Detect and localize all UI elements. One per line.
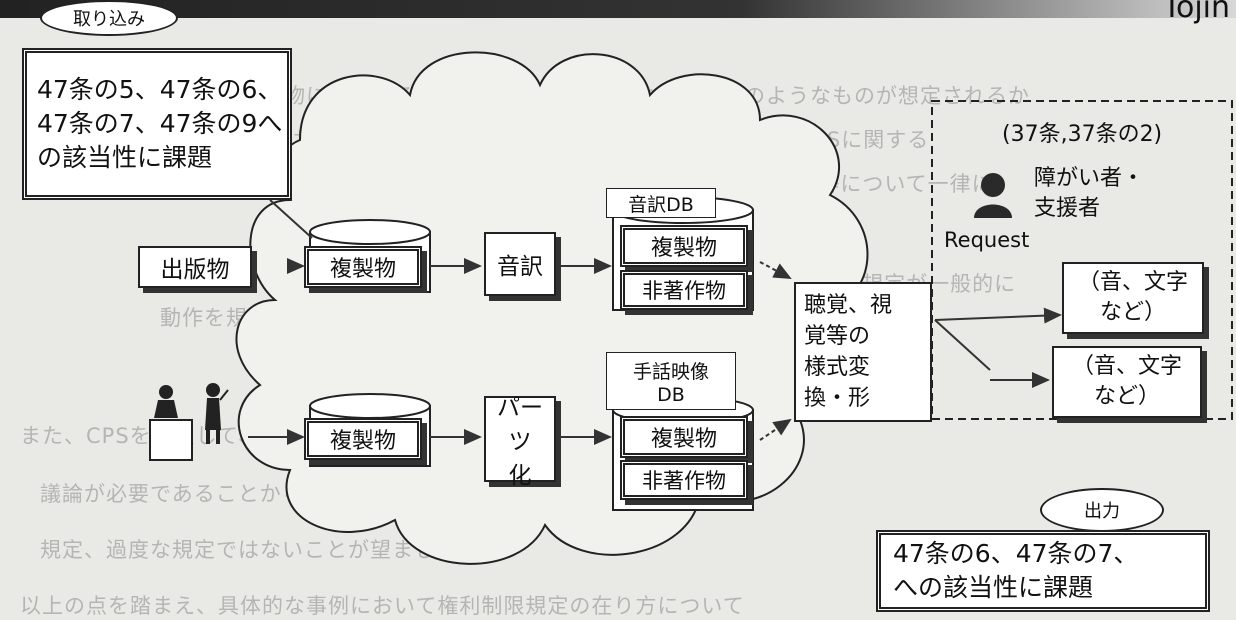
person-icon <box>974 173 1012 218</box>
output-callout-line-2: への該当性に課題 <box>893 573 1094 602</box>
sign-db-copy-label: 複製物 <box>650 427 717 452</box>
import-callout-line-1: 47条の5、47条の6、 <box>37 75 283 104</box>
conversion-line-2: 覚等の <box>804 324 871 349</box>
import-callout: 47条の5、47条の6、 47条の7、47条の9へ の該当性に課題 <box>22 48 292 200</box>
sign-db-nonwork-box: 非著作物 <box>620 460 748 500</box>
publication-source-label: 出版物 <box>160 257 230 283</box>
user-label-line-1: 障がい者・ <box>1034 166 1145 191</box>
conversion-line-3: 様式変 <box>804 355 871 380</box>
sign-db-copy-box: 複製物 <box>620 416 748 458</box>
output-callout-box: 47条の6、47条の7、 への該当性に課題 <box>876 530 1210 612</box>
parts-process-box: パーツ 化 <box>484 395 556 489</box>
publication-source-box: 出版物 <box>138 246 252 288</box>
copy-box-top: 複製物 <box>304 246 422 288</box>
audio-db-nonwork-box: 非著作物 <box>620 270 748 310</box>
copy-label-top: 複製物 <box>329 257 396 282</box>
conversion-line-4: 換・形 <box>804 386 871 411</box>
sign-db-label-line-2: DB <box>657 383 685 406</box>
request-label: Request <box>944 228 1030 252</box>
copy-label-bottom: 複製物 <box>329 429 396 454</box>
audio-db-label-box: 音訳DB <box>606 188 716 218</box>
audio-db-label: 音訳DB <box>628 193 694 216</box>
audio-process-box: 音訳 <box>484 232 556 296</box>
import-callout-box: 47条の5、47条の6、 47条の7、47条の9へ の該当性に課題 <box>22 48 292 200</box>
output-callout-line-1: 47条の6、47条の7、 <box>893 539 1139 568</box>
audio-db-copy-box: 複製物 <box>620 225 748 267</box>
cloud-shape <box>235 51 869 565</box>
parts-process-line-1: パーツ <box>497 395 543 455</box>
user-label-line-2: 支援者 <box>1034 196 1101 221</box>
import-tag: 取り込み <box>40 0 178 36</box>
conversion-line-1: 聴覚、視 <box>804 293 893 318</box>
audio-process-label: 音訳 <box>497 254 543 280</box>
meeting-people-icon <box>149 383 229 461</box>
law-reference: (37条,37条の2) <box>1002 122 1163 147</box>
output-tag: 出力 <box>1040 488 1164 532</box>
output-2-line-1: （音、文字 <box>1071 354 1182 379</box>
copy-box-bottom: 複製物 <box>304 418 422 460</box>
audio-db-nonwork-label: 非著作物 <box>642 279 726 303</box>
audio-db-copy-label: 複製物 <box>650 236 717 261</box>
conversion-box: 聴覚、視 覚等の 様式変 換・形 <box>794 282 932 422</box>
output-1-line-1: （音、文字 <box>1077 270 1188 295</box>
import-callout-line-2: 47条の7、47条の9へ <box>37 109 283 138</box>
output-2-line-2: など） <box>1093 384 1160 409</box>
sign-db-label-line-1: 手話映像 <box>632 360 709 383</box>
top-banner-text: Tojin <box>1162 0 1230 25</box>
output-1-line-2: など） <box>1099 300 1166 325</box>
user-area-border <box>931 100 1233 420</box>
top-banner <box>0 0 1236 18</box>
sign-db-nonwork-label: 非著作物 <box>642 469 726 493</box>
output-box-1: （音、文字 など） <box>1062 262 1204 334</box>
user-label: 障がい者・ 支援者 <box>1034 164 1144 224</box>
output-box-2: （音、文字 など） <box>1052 346 1202 418</box>
bg-line-8: 規定、過度な規定ではないことが望ましい。 <box>40 538 480 562</box>
sign-db-label-box: 手話映像 DB <box>606 352 736 410</box>
parts-process-line-2: 化 <box>508 463 532 489</box>
import-callout-line-3: の該当性に課題 <box>37 143 213 172</box>
